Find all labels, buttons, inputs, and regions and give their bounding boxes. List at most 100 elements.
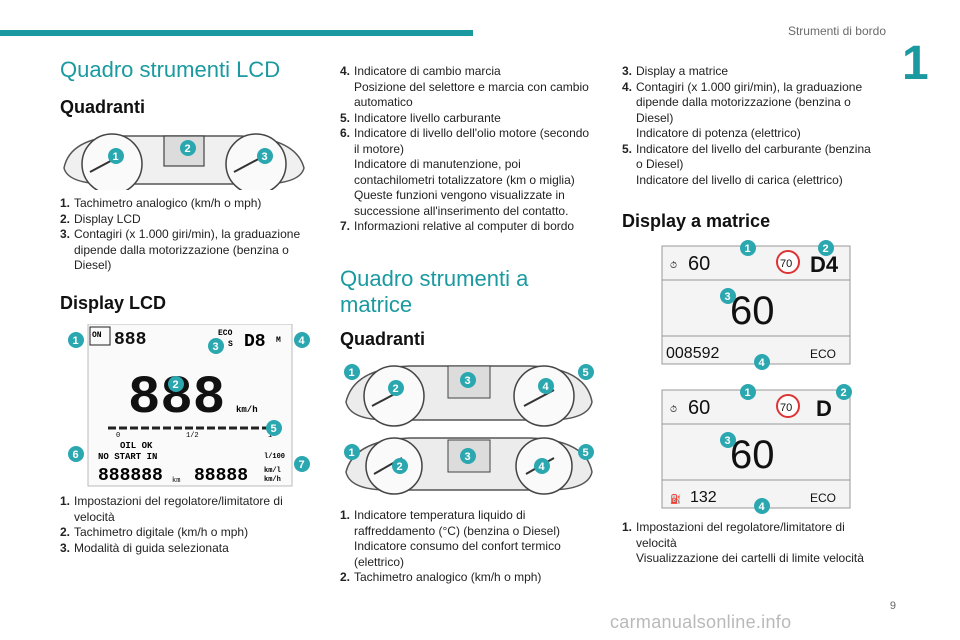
lcd-display-illustration: ON 888 ECO S D8 M 888 km/h 0 1/2 1 OIL O… (68, 324, 310, 487)
svg-text:2: 2 (185, 143, 191, 155)
svg-text:⛽: ⛽ (670, 493, 681, 504)
svg-text:008592: 008592 (666, 345, 719, 362)
svg-text:4: 4 (759, 357, 766, 369)
list-item: 3.Modalità di guida selezionata (60, 540, 229, 555)
svg-text:0: 0 (116, 432, 120, 440)
svg-text:60: 60 (730, 289, 775, 333)
svg-text:2: 2 (841, 387, 847, 399)
list-item: 3.Display a matrice (622, 64, 729, 78)
svg-text:4: 4 (759, 501, 766, 513)
svg-text:1/2: 1/2 (186, 432, 199, 440)
callout-4 (294, 332, 310, 348)
svg-text:88888: 88888 (194, 466, 248, 486)
svg-text:888: 888 (114, 330, 146, 350)
lcd-cluster-title: Quadro strumenti LCD (60, 57, 281, 82)
lcd-display-heading: Display LCD (60, 293, 167, 313)
callout-3 (257, 148, 273, 164)
list-item: 5.Indicatore del livello del carburante … (622, 141, 871, 187)
svg-text:5: 5 (583, 447, 589, 459)
svg-text:5: 5 (271, 423, 277, 435)
svg-text:D8: D8 (244, 332, 266, 352)
svg-text:D: D (816, 396, 832, 421)
svg-text:3: 3 (725, 291, 731, 303)
list-item: 3.Contagiri (x 1.000 giri/min), la gradu… (60, 227, 301, 272)
svg-text:60: 60 (688, 253, 710, 275)
list-item: 2.Tachimetro digitale (km/h o mph) (60, 525, 249, 539)
svg-text:1: 1 (349, 367, 355, 379)
svg-text:l/100: l/100 (264, 453, 285, 461)
svg-text:3: 3 (725, 435, 731, 447)
svg-text:NO START IN: NO START IN (98, 452, 157, 462)
svg-text:4: 4 (299, 335, 306, 347)
callout-7 (294, 456, 310, 472)
svg-text:ECO: ECO (810, 491, 836, 505)
list-item: 2.Display LCD (60, 211, 141, 226)
svg-text:km: km (172, 477, 180, 485)
svg-text:ECO: ECO (810, 347, 836, 361)
dial-list: 1.Tachimetro analogico (km/h o mph) 2.Di… (60, 196, 308, 274)
svg-text:70: 70 (780, 402, 792, 414)
svg-text:70: 70 (780, 258, 792, 270)
callout-3 (208, 338, 224, 354)
svg-text:132: 132 (690, 489, 717, 506)
page-number: 9 (889, 600, 896, 612)
list-item: 1.Tachimetro analogico (km/h o mph) (60, 196, 262, 210)
svg-text:3: 3 (213, 341, 219, 353)
svg-text:2: 2 (393, 383, 399, 395)
svg-text:6: 6 (73, 449, 79, 461)
svg-text:3: 3 (465, 375, 471, 387)
svg-text:3: 3 (465, 451, 471, 463)
list-item: 2.Tachimetro analogico (km/h o mph) (340, 570, 542, 584)
svg-text:km/h: km/h (264, 476, 281, 484)
watermark: carmanualsonline.info (610, 612, 792, 632)
svg-text:1: 1 (113, 151, 119, 163)
matrix-display-heading: Display a matrice (622, 211, 771, 231)
svg-text:1: 1 (349, 447, 355, 459)
svg-text:60: 60 (688, 397, 710, 419)
svg-text:ON: ON (92, 331, 102, 340)
matrix-quadranti-list: 1.Indicatore temperatura liquido di raff… (340, 508, 596, 586)
svg-text:4: 4 (539, 461, 546, 473)
list-item: 7.Informazioni relative al computer di b… (340, 219, 575, 233)
svg-text:5: 5 (583, 367, 589, 379)
svg-text:km/h: km/h (236, 405, 258, 415)
lcd-cluster-illustration: 1 2 3 (63, 133, 305, 190)
svg-text:⏱: ⏱ (670, 260, 677, 270)
quadranti-heading: Quadranti (60, 97, 146, 117)
svg-text:1: 1 (745, 387, 751, 399)
svg-text:3: 3 (262, 151, 268, 163)
list-item: 5.Indicatore livello carburante (340, 110, 501, 125)
svg-text:1: 1 (745, 243, 751, 255)
callout-2 (168, 376, 184, 392)
list-item: 6.Indicatore di livello dell'olio motore… (340, 126, 590, 218)
callout-6 (68, 446, 84, 462)
callout-2 (180, 140, 196, 156)
lcd-list: 1.Impostazioni del regolatore/limitatore… (60, 494, 308, 556)
list-item: 1.Impostazioni del regolatore/limitatore… (60, 494, 283, 524)
svg-text:ECO: ECO (218, 329, 233, 338)
svg-text:M: M (276, 336, 281, 345)
svg-text:4: 4 (543, 381, 550, 393)
svg-text:km/l: km/l (264, 467, 281, 475)
matrix-quadranti-list-continued: 3.Display a matrice 4.Contagiri (x 1.000… (622, 64, 880, 188)
matrix-cluster-illustrations: 1 2 3 4 5 1 2 3 4 5 (344, 364, 594, 495)
svg-text:1: 1 (73, 335, 79, 347)
svg-text:S: S (228, 340, 233, 349)
svg-text:1: 1 (268, 432, 272, 440)
svg-text:2: 2 (823, 243, 829, 255)
matrix-display-illustrations: ⏱ 60 70 D4 60 008592 ECO 1 2 3 4 ⏱ 60 70… (661, 240, 852, 514)
top-accent-bar (0, 30, 473, 36)
svg-text:D4: D4 (810, 252, 839, 277)
svg-text:2: 2 (397, 461, 403, 473)
list-item: 4.Contagiri (x 1.000 giri/min), la gradu… (622, 79, 863, 141)
list-item: 1.Indicatore temperatura liquido di raff… (340, 508, 561, 569)
callout-5 (266, 420, 282, 436)
chapter-number: 1 (902, 37, 929, 90)
callout-1 (68, 332, 84, 348)
svg-text:60: 60 (730, 433, 775, 477)
list-item: 1.Impostazioni del regolatore/limitatore… (622, 520, 864, 565)
section-header: Strumenti di bordo (787, 24, 886, 38)
svg-text:OIL OK: OIL OK (120, 441, 153, 451)
matrix-cluster-title: Quadro strumenti a matrice (340, 266, 529, 317)
